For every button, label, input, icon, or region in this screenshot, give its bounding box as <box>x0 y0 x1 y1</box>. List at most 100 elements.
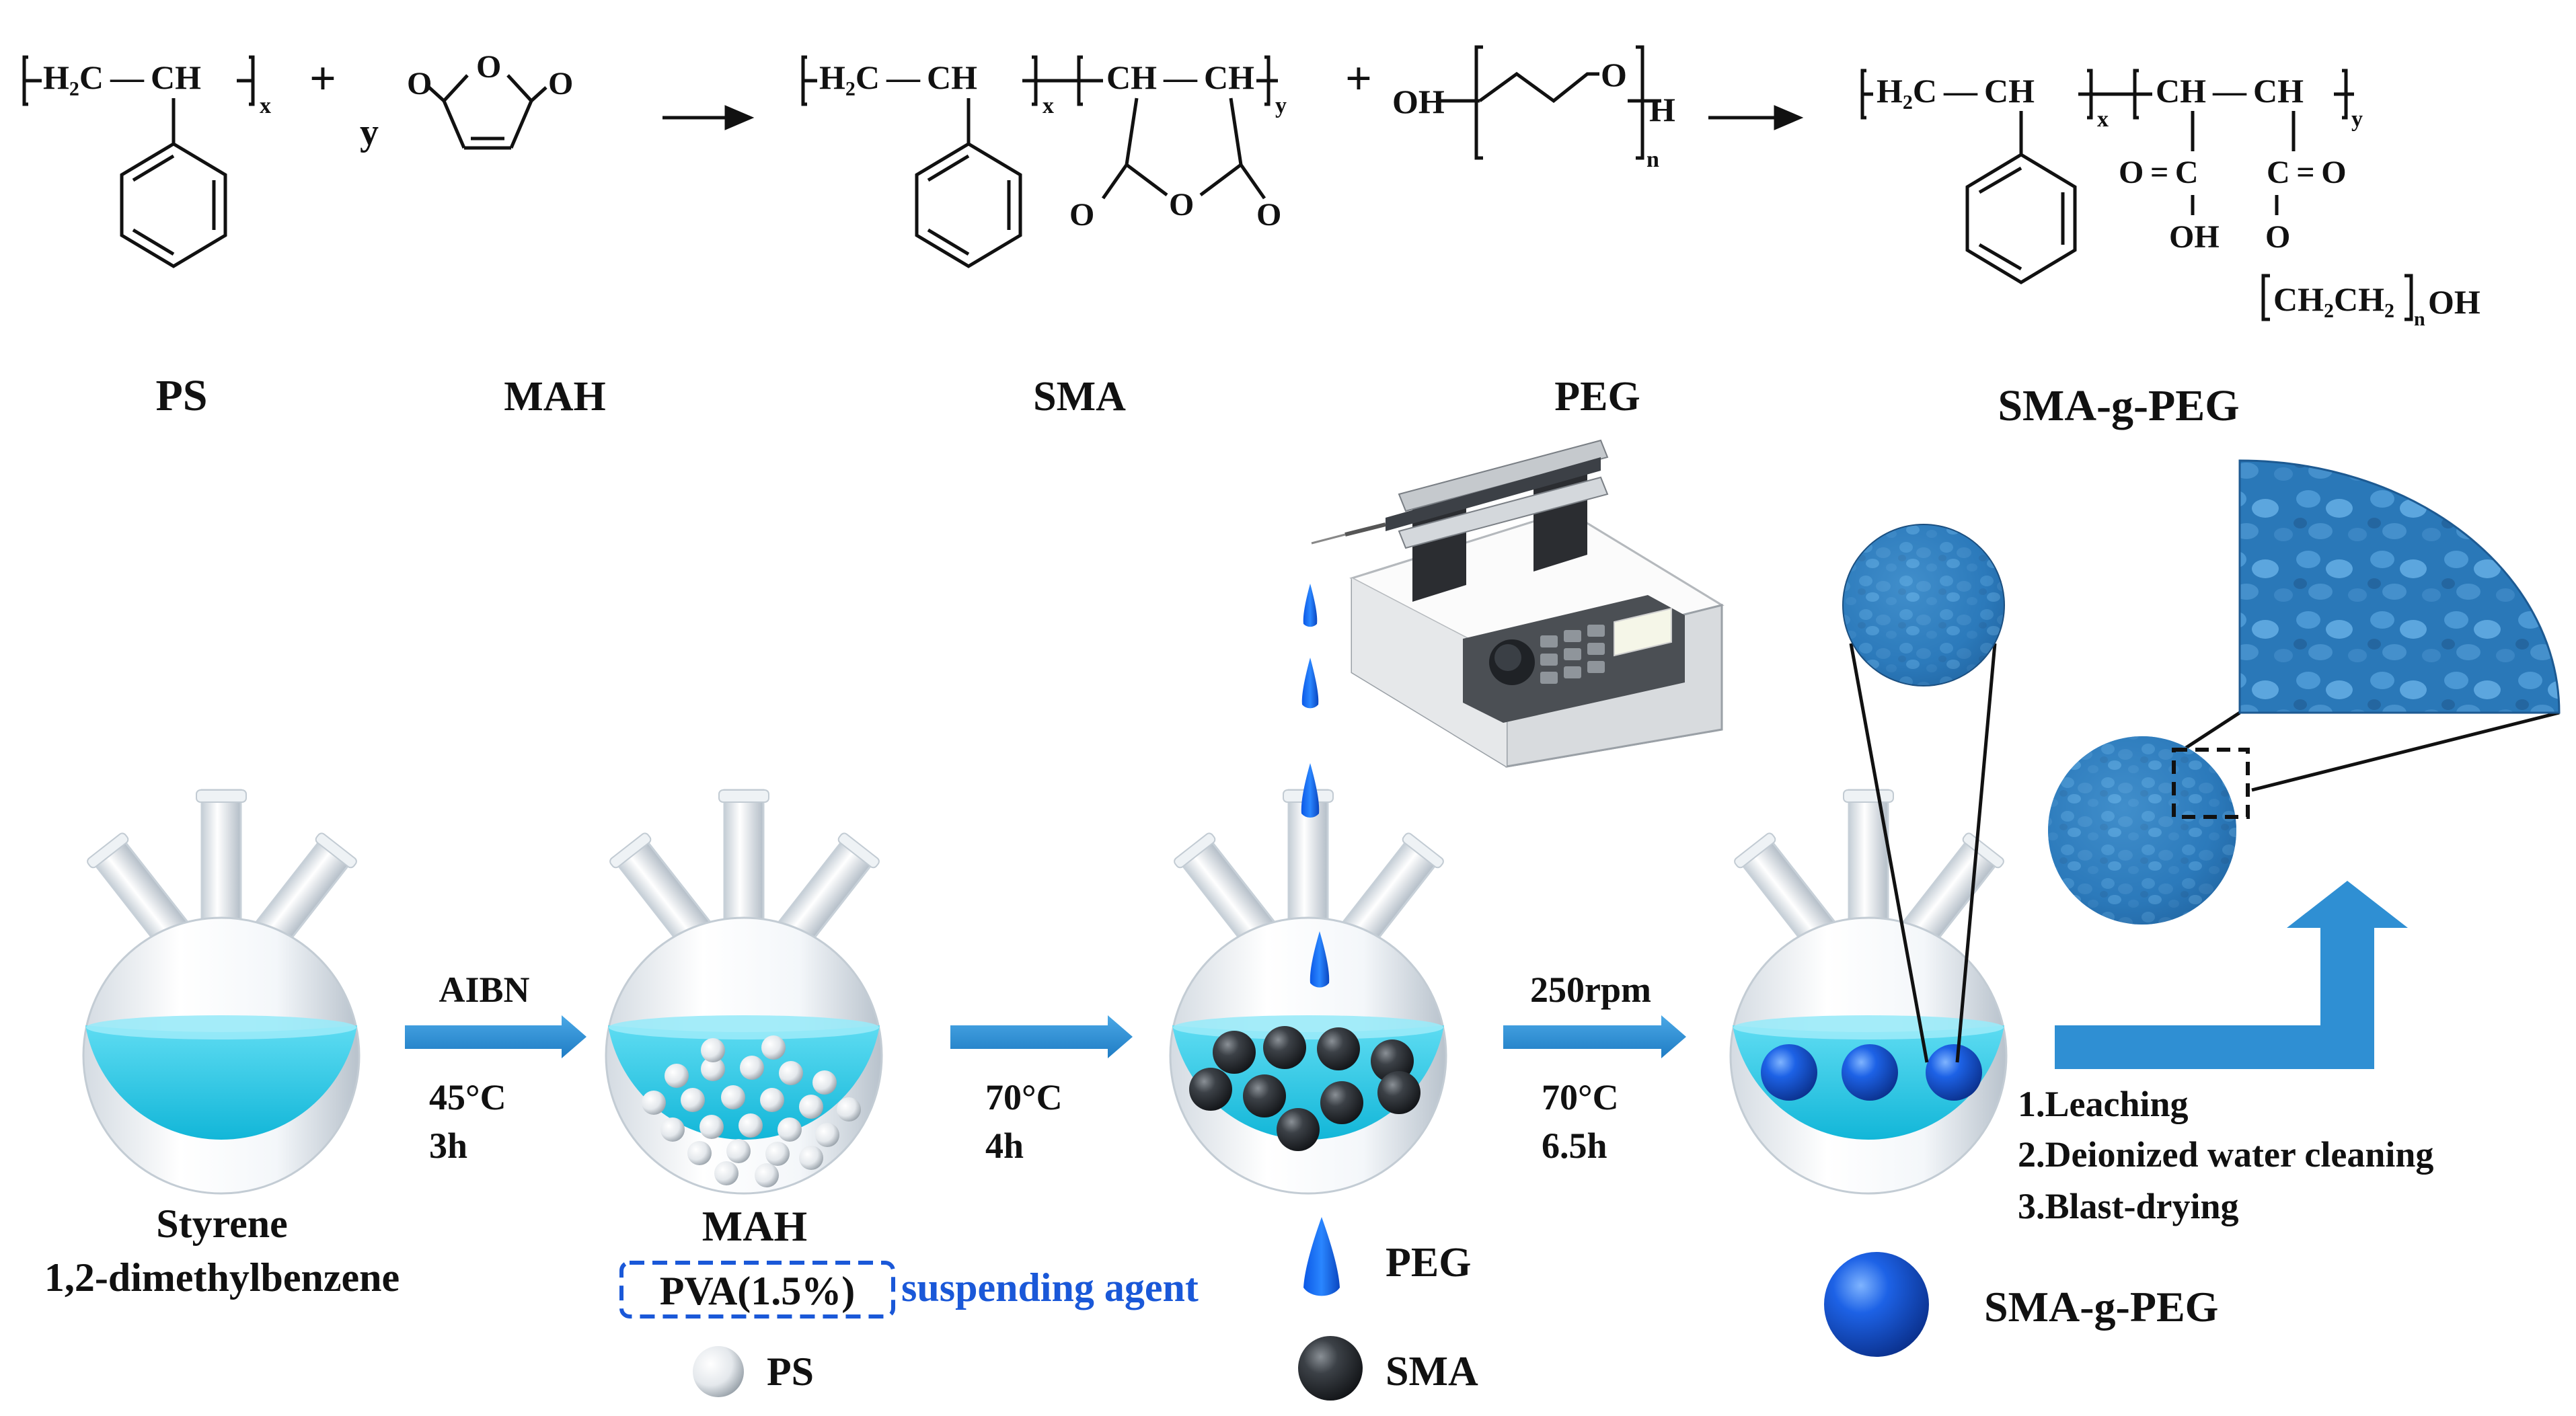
sphere-zoom-lines <box>1849 643 2560 1063</box>
mah-ring-oxygen: O <box>476 49 501 85</box>
ps-formula: H₂C — CH <box>43 58 201 96</box>
sma-g-peg-particle <box>1926 1044 1982 1101</box>
ps-particle <box>642 1091 666 1115</box>
peg-structure <box>1441 45 1661 160</box>
ps-particle <box>812 1070 837 1095</box>
ps-particle <box>738 1113 763 1138</box>
peg-subscript-n: n <box>1646 147 1659 172</box>
sma-carbonyl-o-right: O <box>1256 197 1281 233</box>
ps-particle <box>740 1056 764 1080</box>
label-sma: SMA <box>1033 374 1126 420</box>
reaction-text: H₂C — CH x + y O O O H₂C — CH x CH — CH … <box>43 49 2480 430</box>
product-hydroxyl: OH <box>2169 219 2220 255</box>
coefficient-y: y <box>360 112 379 153</box>
ps-particle <box>699 1115 724 1139</box>
label-peg: PEG <box>1554 374 1640 420</box>
ps-particle <box>681 1088 705 1112</box>
sma-maleic-unit: CH — CH <box>1106 58 1254 96</box>
ps-particle <box>765 1142 790 1166</box>
arrow2-time: 4h <box>985 1126 1024 1166</box>
arrow2-temperature: 70°C <box>985 1077 1063 1117</box>
sma-subscript-y: y <box>1275 93 1287 118</box>
ps-particle <box>726 1139 751 1163</box>
flask-3 <box>1169 789 1447 1195</box>
sma-particle <box>1213 1031 1256 1074</box>
legend-sma-marker <box>1298 1336 1363 1401</box>
product-maleic-unit: CH — CH <box>2156 72 2304 110</box>
flask-1 <box>82 789 361 1195</box>
process-arrows <box>405 881 2408 1069</box>
peg-drops <box>1301 584 1330 988</box>
label-mah: MAH <box>504 374 606 420</box>
flask2-caption: MAH <box>702 1202 807 1250</box>
arrow-step-4 <box>2055 881 2408 1069</box>
sma-g-peg-sphere-surface <box>2048 736 2250 925</box>
sma-particle <box>1277 1108 1320 1151</box>
arrow1-reagent: AIBN <box>439 970 529 1010</box>
legend-ps-marker <box>693 1346 744 1397</box>
peg-oh: OH <box>1392 83 1445 120</box>
sma-styrene-unit: H₂C — CH <box>819 58 977 96</box>
legend-sma-label: SMA <box>1386 1349 1478 1394</box>
legend-peg-label: PEG <box>1386 1240 1471 1286</box>
sma-particles <box>1189 1026 1420 1151</box>
sma-ring-oxygen: O <box>1169 187 1194 223</box>
ps-particle <box>837 1097 861 1122</box>
legend-ps-label: PS <box>767 1349 814 1394</box>
label-ps: PS <box>155 371 207 420</box>
legend-sma-g-peg-marker <box>1824 1252 1929 1357</box>
arrow-step-2 <box>950 1015 1133 1058</box>
sma-particle <box>1243 1074 1286 1117</box>
product-ester-carbonyl: C = O <box>2267 155 2347 190</box>
product-subscript-n: n <box>2414 308 2425 330</box>
sma-g-peg-particle <box>1761 1044 1817 1101</box>
legend-peg-marker <box>1303 1217 1340 1296</box>
product-styrene-unit: H₂C — CH <box>1877 72 2035 110</box>
post-step-3: 3.Blast-drying <box>2018 1186 2239 1226</box>
process-text: AIBN 45°C 3h 70°C 4h 250rpm 70°C 6.5h St… <box>44 970 2433 1319</box>
arrow3-time: 6.5h <box>1542 1126 1607 1166</box>
flask-2 <box>605 789 883 1195</box>
ps-particle <box>687 1141 712 1165</box>
arrow-step-3 <box>1503 1015 1686 1058</box>
arrow1-time: 3h <box>429 1126 467 1166</box>
product-ether-oxygen: O <box>2265 219 2290 255</box>
sma-g-peg-sphere-closeup <box>1842 524 2005 686</box>
arrow3-stirring: 250rpm <box>1530 970 1651 1010</box>
plus-sign-2: + <box>1345 53 1372 105</box>
arrow-step-1 <box>405 1015 586 1058</box>
flask1-caption-line2: 1,2-dimethylbenzene <box>44 1255 400 1300</box>
product-terminal-oh: OH <box>2428 283 2480 321</box>
sma-particle <box>1377 1071 1420 1114</box>
post-step-2: 2.Deionized water cleaning <box>2018 1134 2433 1175</box>
ps-particle <box>714 1161 738 1185</box>
flask1-caption-line1: Styrene <box>156 1202 288 1246</box>
product-acid-carbonyl: O = C <box>2119 155 2199 190</box>
arrow1-temperature: 45°C <box>429 1077 506 1117</box>
sma-g-peg-structure <box>1860 69 2413 321</box>
ps-particle <box>760 1088 784 1112</box>
ps-particle <box>815 1123 839 1147</box>
post-step-1: 1.Leaching <box>2018 1084 2189 1124</box>
arrow3-temperature: 70°C <box>1542 1077 1619 1117</box>
label-sma-g-peg: SMA-g-PEG <box>1998 381 2239 430</box>
ps-structure <box>22 55 255 268</box>
syringe-pump <box>1311 439 1725 768</box>
product-peg-chain: CH₂CH₂ <box>2273 280 2394 318</box>
ps-particle <box>799 1146 823 1170</box>
product-subscript-x: x <box>2097 107 2109 132</box>
sma-carbonyl-o-left: O <box>1069 197 1094 233</box>
pva-label: PVA(1.5%) <box>660 1269 856 1313</box>
legend: PS PEG SMA SMA-g-PEG <box>693 1217 2218 1401</box>
sma-structure <box>801 55 1278 268</box>
ps-particle <box>761 1035 786 1060</box>
ps-subscript-x: x <box>260 93 271 118</box>
ps-particles <box>642 1035 861 1187</box>
product-subscript-y: y <box>2351 107 2363 132</box>
reaction-scheme <box>22 45 2413 321</box>
ps-particle <box>799 1095 823 1119</box>
mah-structure <box>428 74 547 150</box>
mah-carbonyl-o-left: O <box>407 66 432 102</box>
sma-subscript-x: x <box>1043 93 1054 118</box>
sma-particle <box>1317 1027 1360 1070</box>
